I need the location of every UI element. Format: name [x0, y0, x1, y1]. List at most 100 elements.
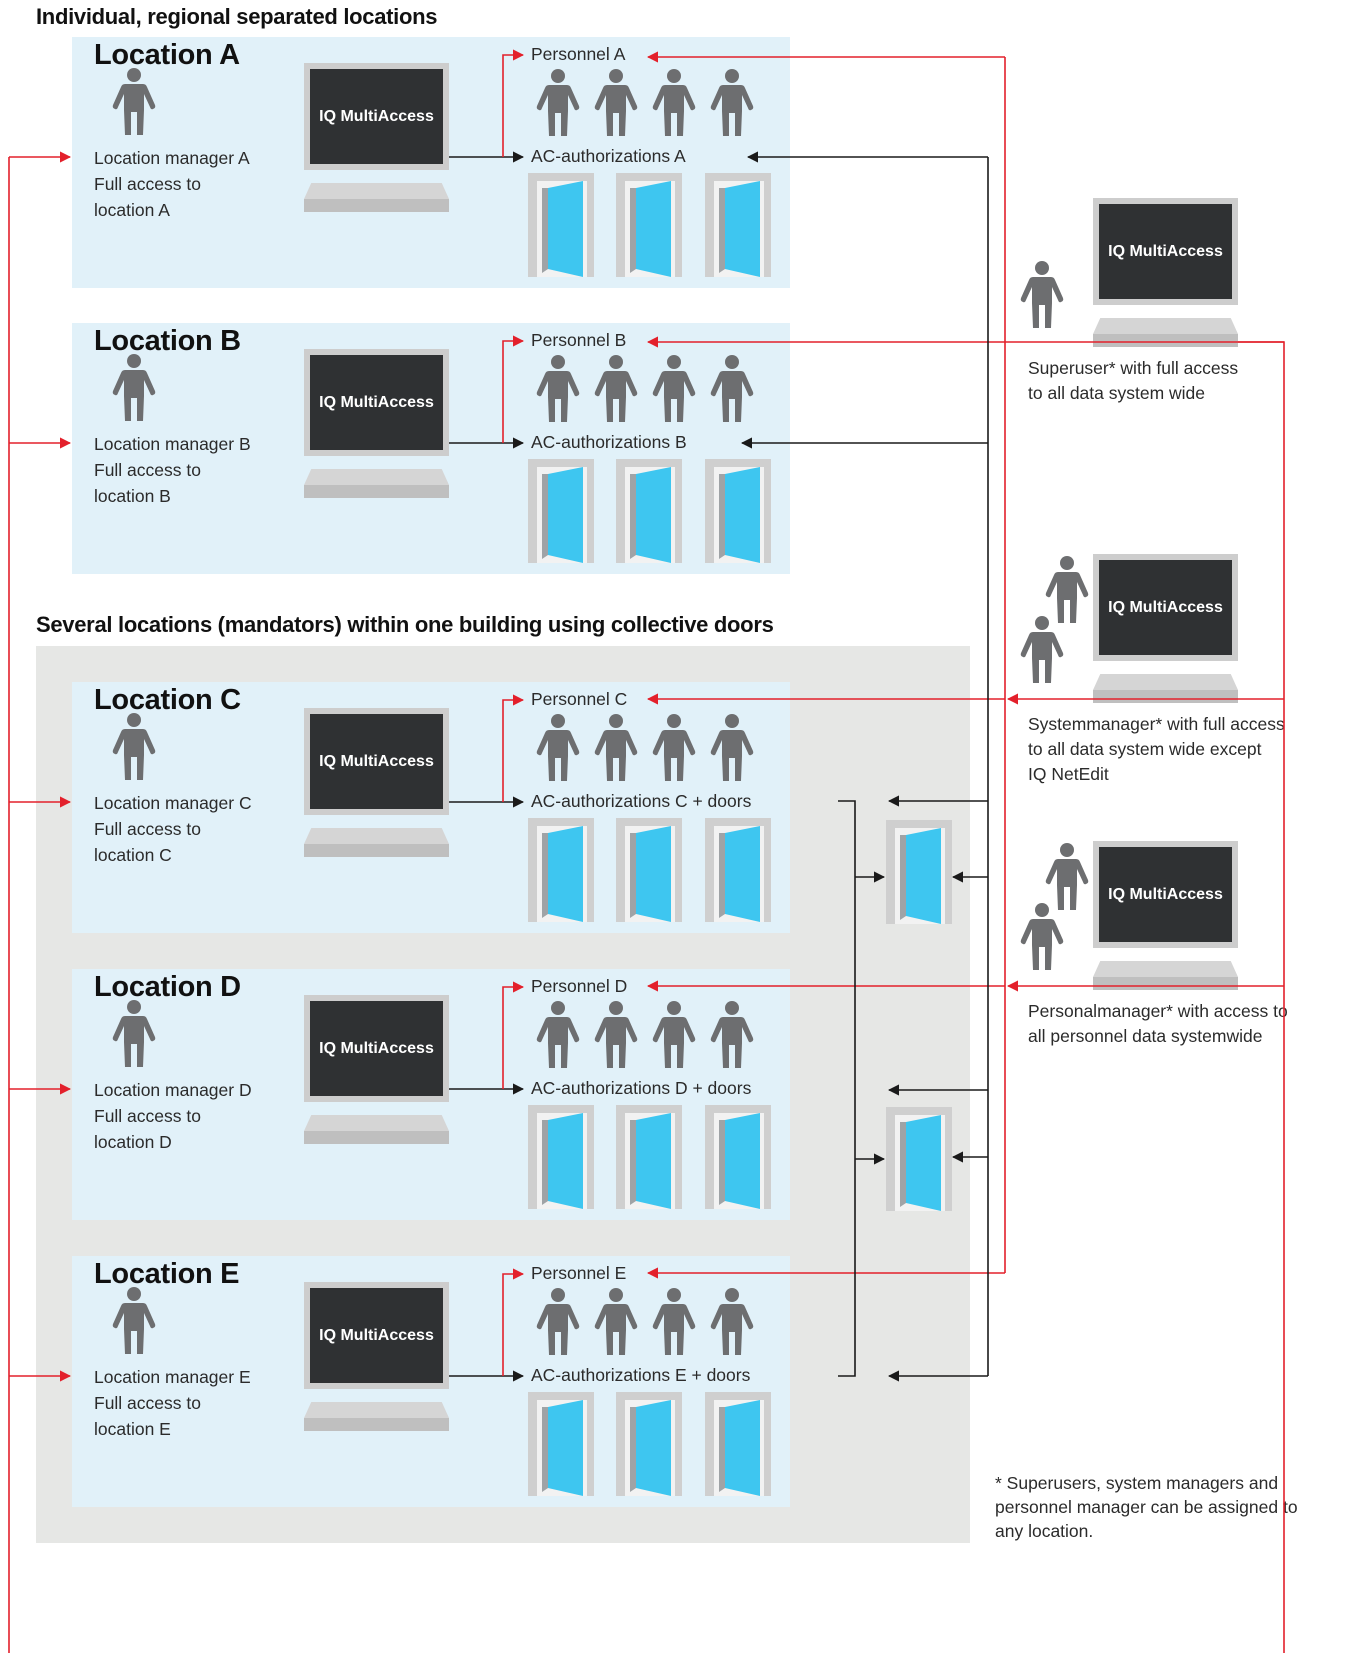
personnel-b-person-icon: [652, 354, 696, 424]
manager-access-line-1: Full access to: [94, 1393, 201, 1413]
manager-access-line-1: Full access to: [94, 460, 201, 480]
location-title-e: Location E: [94, 1258, 240, 1290]
manager-access-line-2: location E: [94, 1419, 171, 1439]
location-d-door-icon: [528, 1105, 594, 1209]
personalmanager-person-icon: [1045, 842, 1089, 912]
superuser-computer-icon: IQ MultiAccess: [1093, 198, 1238, 305]
ac-authorizations-d-label: AC-authorizations D + doors: [531, 1078, 752, 1098]
systemmanager-computer-icon: IQ MultiAccess: [1093, 554, 1238, 661]
superuser-bus-line: [1238, 341, 1285, 1653]
manager-access-line-1: Full access to: [94, 174, 201, 194]
manager-access-line-1: Full access to: [94, 1106, 201, 1126]
location-d-door-icon: [705, 1105, 771, 1209]
personnel-a-person-icon: [536, 68, 580, 138]
personalmanager-description-line: Personalmanager* with access to: [1028, 1001, 1288, 1021]
keyboard-icon: [1093, 318, 1238, 334]
keyboard-icon: [304, 469, 449, 485]
keyboard-icon: [1093, 961, 1238, 977]
personnel-e-person-icon: [594, 1287, 638, 1357]
computer-label: IQ MultiAccess: [319, 1326, 434, 1344]
computer-screen: IQ MultiAccess: [310, 1288, 443, 1383]
keyboard-icon: [1093, 674, 1238, 690]
location-title-b: Location B: [94, 325, 241, 357]
personnel-d-person-icon: [594, 1000, 638, 1070]
location-c-door-icon: [528, 818, 594, 922]
personnel-c-person-icon: [536, 713, 580, 783]
title-collective-doors: Several locations (mandators) within one…: [36, 612, 774, 637]
location-e-door-icon: [528, 1392, 594, 1496]
personnel-d-person-icon: [652, 1000, 696, 1070]
footnote-line-3: any location.: [995, 1521, 1094, 1541]
manager-label: Location manager B: [94, 434, 251, 454]
location-a-computer-icon: IQ MultiAccess: [304, 63, 449, 170]
computer-screen: IQ MultiAccess: [310, 714, 443, 809]
location-manager-d-icon: [112, 999, 156, 1069]
personnel-c-person-icon: [594, 713, 638, 783]
keyboard-base: [304, 1418, 449, 1431]
systemmanager-description-line: IQ NetEdit: [1028, 764, 1109, 784]
keyboard-base: [1093, 690, 1238, 703]
location-manager-b-icon: [112, 353, 156, 423]
computer-screen: IQ MultiAccess: [1099, 560, 1232, 655]
computer-label: IQ MultiAccess: [319, 107, 434, 125]
location-c-door-icon: [616, 818, 682, 922]
location-title-d: Location D: [94, 971, 241, 1003]
footnote-line-1: * Superusers, system managers and: [995, 1473, 1279, 1493]
ac-authorizations-e-label: AC-authorizations E + doors: [531, 1365, 751, 1385]
title-separated-locations: Individual, regional separated locations: [36, 4, 438, 29]
location-manager-c-icon: [112, 712, 156, 782]
keyboard-base: [304, 199, 449, 212]
personnel-c-person-icon: [710, 713, 754, 783]
location-a-door-icon: [705, 173, 771, 277]
location-e-door-icon: [616, 1392, 682, 1496]
collective-door-de-icon: [886, 1107, 952, 1211]
personalmanager-person-icon: [1020, 902, 1064, 972]
systemmanager-description-line: to all data system wide except: [1028, 739, 1262, 759]
systemmanager-person-icon: [1045, 555, 1089, 625]
location-a-door-icon: [616, 173, 682, 277]
manager-label: Location manager D: [94, 1080, 252, 1100]
computer-screen: IQ MultiAccess: [310, 69, 443, 164]
computer-label: IQ MultiAccess: [319, 1039, 434, 1057]
personnel-d-person-icon: [710, 1000, 754, 1070]
personnel-a-label: Personnel A: [531, 44, 626, 64]
personnel-d-label: Personnel D: [531, 976, 628, 996]
location-manager-d-text: Location manager D Full access to location…: [94, 1077, 252, 1155]
footnote: * Superusers, system managers and person…: [995, 1471, 1298, 1543]
manager-label: Location manager C: [94, 793, 252, 813]
location-manager-e-icon: [112, 1286, 156, 1356]
systemmanager-description-line: Systemmanager* with full access: [1028, 714, 1285, 734]
personnel-b-person-icon: [710, 354, 754, 424]
location-d-computer-icon: IQ MultiAccess: [304, 995, 449, 1102]
personnel-c-person-icon: [652, 713, 696, 783]
superuser-description-line: Superuser* with full access: [1028, 358, 1239, 378]
location-title-c: Location C: [94, 684, 241, 716]
location-b-door-icon: [705, 459, 771, 563]
superuser-person-icon: [1020, 260, 1064, 330]
computer-label: IQ MultiAccess: [1108, 885, 1223, 903]
keyboard-icon: [304, 1402, 449, 1418]
computer-screen: IQ MultiAccess: [1099, 204, 1232, 299]
manager-access-line-2: location D: [94, 1132, 172, 1152]
location-manager-a-icon: [112, 67, 156, 137]
manager-label: Location manager A: [94, 148, 250, 168]
location-b-door-icon: [616, 459, 682, 563]
superuser-description-line: to all data system wide: [1028, 383, 1206, 403]
keyboard-base: [304, 1131, 449, 1144]
keyboard-base: [1093, 977, 1238, 990]
computer-screen: IQ MultiAccess: [310, 355, 443, 450]
personalmanager-computer-icon: IQ MultiAccess: [1093, 841, 1238, 948]
keyboard-base: [304, 844, 449, 857]
computer-label: IQ MultiAccess: [319, 393, 434, 411]
manager-access-line-2: location B: [94, 486, 171, 506]
computer-label: IQ MultiAccess: [1108, 242, 1223, 260]
location-title-a: Location A: [94, 39, 240, 71]
ac-authorizations-b-label: AC-authorizations B: [531, 432, 687, 452]
keyboard-icon: [304, 828, 449, 844]
personalmanager-description-line: all personnel data systemwide: [1028, 1026, 1263, 1046]
computer-label: IQ MultiAccess: [319, 752, 434, 770]
manager-access-line-1: Full access to: [94, 819, 201, 839]
